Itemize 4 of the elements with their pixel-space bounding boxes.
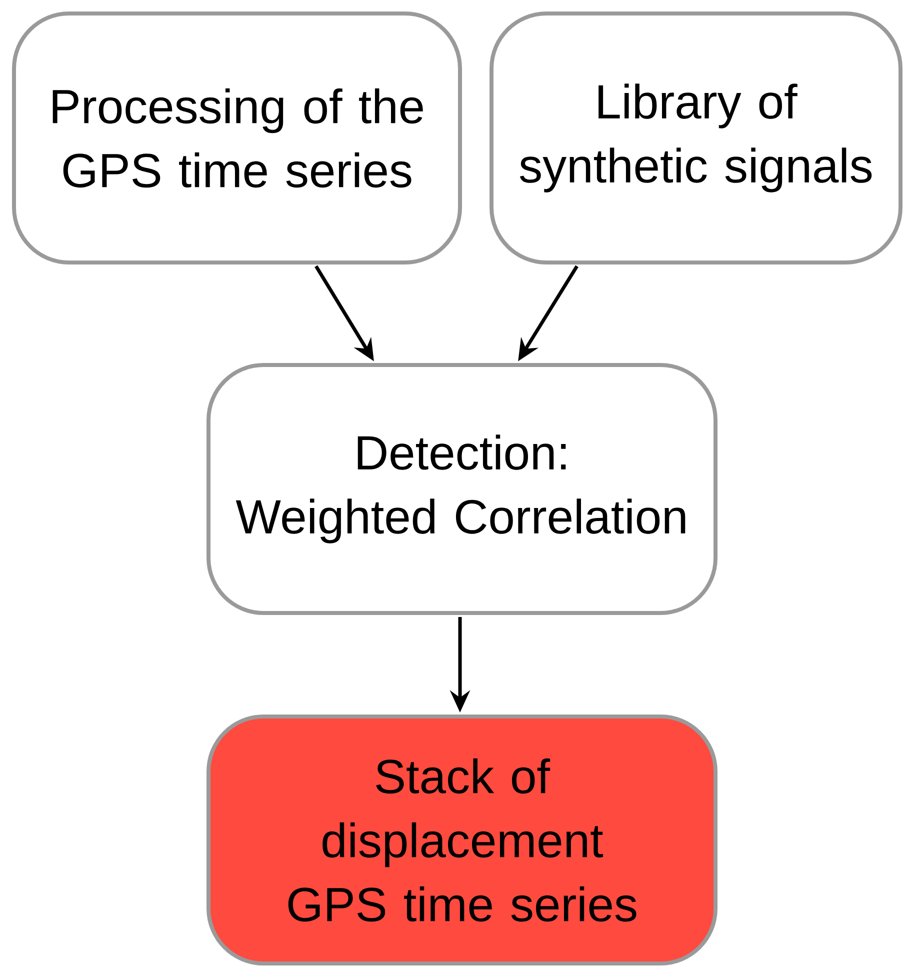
result-box: Stack of displacement GPS time series: [206, 714, 718, 966]
process-box: Detection: Weighted Correlation: [206, 363, 718, 615]
process-box: Library of synthetic signals: [490, 11, 902, 264]
process-box: Processing of the GPS time series: [12, 11, 462, 264]
